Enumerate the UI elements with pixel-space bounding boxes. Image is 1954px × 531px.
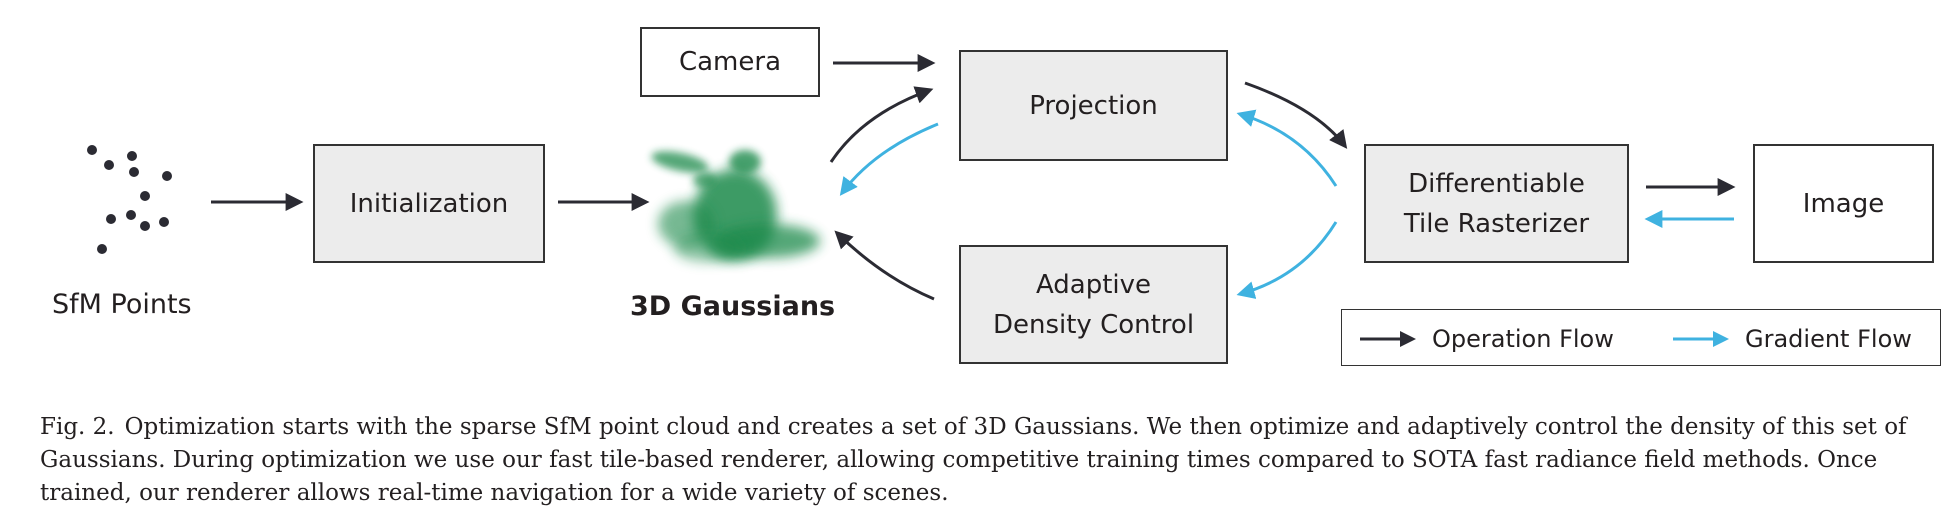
- arrow-projection-to-gaussians-gradient: [839, 122, 939, 196]
- rasterizer-label-line1: Differentiable: [1408, 168, 1585, 199]
- camera-label: Camera: [678, 47, 782, 77]
- initialization-box: Initialization: [313, 144, 545, 263]
- arrow-rasterizer-to-projection-gradient: [1236, 109, 1338, 187]
- caption-label: Fig. 2.: [40, 414, 115, 440]
- gaussians-label: 3D Gaussians: [630, 291, 836, 322]
- gradient-arrows: [839, 109, 1734, 299]
- image-label: Image: [1802, 188, 1885, 219]
- figure-caption: Fig. 2.Optimization starts with the spar…: [40, 411, 1940, 510]
- legend: Operation Flow Gradient Flow: [1341, 309, 1941, 366]
- adaptive-density-control-label-line2: Density Control: [992, 309, 1195, 340]
- arrow-rasterizer-to-adc-gradient: [1236, 221, 1338, 299]
- arrow-adc-to-gaussians: [834, 230, 935, 301]
- rasterizer-label-line2: Tile Rasterizer: [1403, 208, 1590, 239]
- legend-gradient-flow-label: Gradient Flow: [1745, 324, 1912, 353]
- pipeline-diagram: [87, 54, 1736, 301]
- gaussians-blob-icon: [651, 150, 820, 262]
- blue-arrow-icon: [1673, 330, 1729, 347]
- image-box: Image: [1753, 144, 1934, 263]
- initialization-label: Initialization: [349, 188, 509, 219]
- rasterizer-box: Differentiable Tile Rasterizer: [1364, 144, 1629, 263]
- adaptive-density-control-label-line1: Adaptive: [1035, 269, 1152, 300]
- projection-label: Projection: [1029, 90, 1158, 121]
- camera-box: Camera: [640, 27, 820, 97]
- arrow-projection-to-rasterizer: [1244, 81, 1348, 149]
- projection-box: Projection: [959, 50, 1228, 161]
- caption-text: Optimization starts with the sparse SfM …: [40, 414, 1907, 506]
- arrow-gaussians-to-projection: [829, 86, 934, 163]
- dark-arrow-icon: [1360, 330, 1416, 347]
- operation-arrows: [211, 54, 1736, 301]
- legend-operation-flow-label: Operation Flow: [1432, 324, 1614, 353]
- legend-operation-flow: Operation Flow: [1358, 310, 1614, 367]
- legend-gradient-flow: Gradient Flow: [1671, 310, 1912, 367]
- sfm-points-label: SfM Points: [52, 289, 192, 320]
- adaptive-density-control-box: Adaptive Density Control: [959, 245, 1228, 364]
- sfm-point-cloud-icon: [87, 145, 172, 254]
